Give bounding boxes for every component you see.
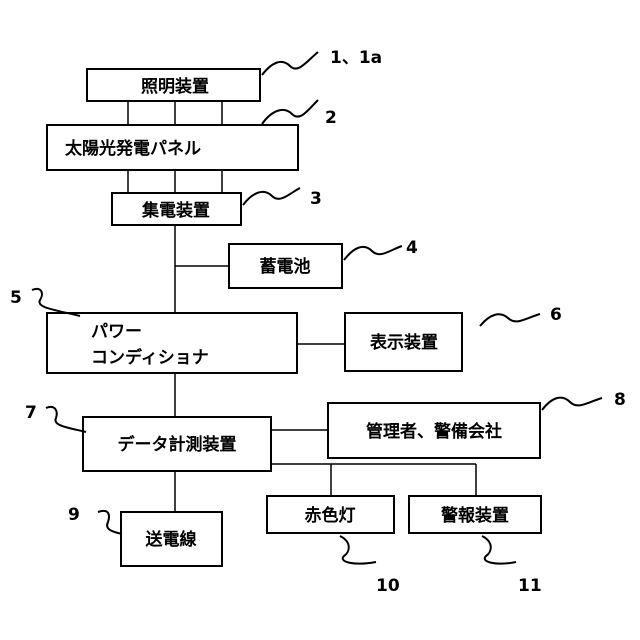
- data-measurement-block: データ計測装置: [83, 417, 271, 471]
- display-device-block: 表示装置: [345, 313, 462, 371]
- alarm-device-block: 警報装置: [409, 496, 541, 533]
- collector-label: 集電装置: [141, 200, 210, 221]
- power-conditioner-label-line1: パワー: [91, 322, 142, 342]
- solar-panel-label: 太陽光発電パネル: [65, 138, 201, 159]
- ref-4: 4: [406, 238, 418, 258]
- red-light-block: 赤色灯: [267, 496, 394, 533]
- ref-2: 2: [325, 108, 337, 128]
- red-light-label: 赤色灯: [305, 505, 356, 526]
- leader-4: [344, 246, 402, 260]
- leader-11: [482, 536, 516, 564]
- ref-6: 6: [550, 305, 562, 325]
- leader-9: [98, 511, 122, 534]
- ref-1: 1、1a: [330, 48, 382, 68]
- leader-8: [542, 398, 602, 410]
- lighting-device-label: 照明装置: [141, 76, 209, 97]
- leader-10: [340, 536, 376, 564]
- alarm-device-label: 警報装置: [440, 505, 509, 526]
- ref-7: 7: [25, 403, 37, 423]
- leader-1: [262, 52, 318, 75]
- leader-6: [480, 314, 540, 326]
- solar-panel-block: 太陽光発電パネル: [47, 125, 298, 170]
- power-conditioner-label-line2: コンディショナ: [91, 347, 209, 368]
- ref-3: 3: [310, 189, 322, 209]
- power-conditioner-block: パワー コンディショナ: [47, 313, 297, 373]
- battery-label: 蓄電池: [260, 256, 311, 277]
- leader-7: [46, 407, 86, 432]
- lighting-device-block: 照明装置: [87, 69, 260, 101]
- data-measurement-label: データ計測装置: [118, 434, 237, 455]
- ref-9: 9: [68, 505, 80, 525]
- leader-3: [243, 188, 300, 205]
- manager-security-label: 管理者、警備会社: [366, 421, 502, 442]
- ref-11: 11: [518, 576, 542, 596]
- transmission-line-block: 送電線: [121, 512, 222, 566]
- transmission-line-label: 送電線: [146, 529, 197, 550]
- display-device-label: 表示装置: [370, 332, 438, 353]
- leader-5: [32, 289, 80, 316]
- ref-8: 8: [614, 390, 626, 410]
- leader-2: [262, 100, 318, 124]
- ref-10: 10: [376, 576, 400, 596]
- collector-block: 集電装置: [112, 193, 241, 225]
- ref-5: 5: [10, 288, 22, 308]
- manager-security-block: 管理者、警備会社: [328, 403, 540, 458]
- battery-block: 蓄電池: [229, 244, 342, 288]
